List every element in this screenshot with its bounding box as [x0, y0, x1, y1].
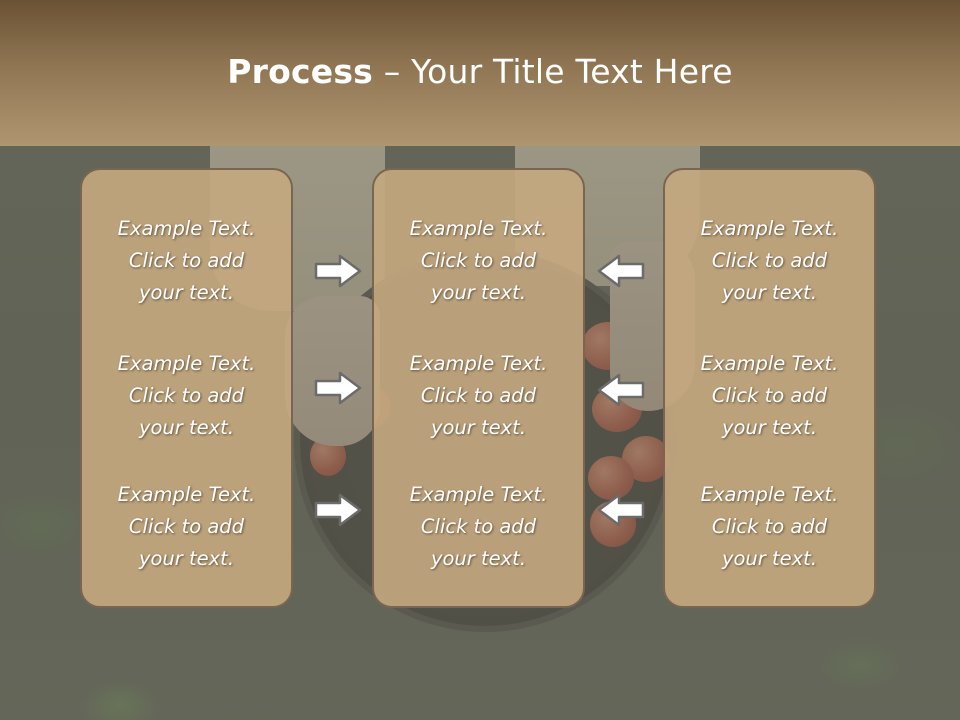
text-block[interactable]: Example Text. Click to add your text.	[374, 348, 583, 444]
text-block[interactable]: Example Text. Click to add your text.	[82, 479, 291, 575]
text-line: your text.	[138, 547, 235, 570]
arrow-right-icon	[314, 493, 362, 527]
text-line: Example Text.	[700, 217, 839, 240]
text-line: Example Text.	[700, 352, 839, 375]
title-rest: – Your Title Text Here	[373, 52, 733, 91]
text-line: your text.	[721, 416, 818, 439]
text-block[interactable]: Example Text. Click to add your text.	[665, 213, 874, 309]
text-line: your text.	[138, 416, 235, 439]
text-line: Click to add	[128, 249, 245, 272]
text-line: Example Text.	[409, 352, 548, 375]
text-line: your text.	[138, 281, 235, 304]
text-block[interactable]: Example Text. Click to add your text.	[374, 479, 583, 575]
arrow-left-icon	[597, 493, 645, 527]
text-line: Example Text.	[117, 217, 256, 240]
title-bold: Process	[227, 52, 374, 91]
arrow-right-icon	[314, 254, 362, 288]
text-line: Example Text.	[409, 217, 548, 240]
text-line: your text.	[430, 281, 527, 304]
text-block[interactable]: Example Text. Click to add your text.	[82, 348, 291, 444]
text-line: Click to add	[711, 249, 828, 272]
text-line: Click to add	[128, 384, 245, 407]
text-line: Click to add	[420, 515, 537, 538]
text-line: Example Text.	[700, 483, 839, 506]
slide-title[interactable]: Process – Your Title Text Here	[0, 52, 960, 91]
arrow-left-icon	[597, 254, 645, 288]
text-line: Example Text.	[117, 483, 256, 506]
process-box-right[interactable]: Example Text. Click to add your text. Ex…	[663, 168, 876, 608]
title-band: Process – Your Title Text Here	[0, 0, 960, 146]
text-line: your text.	[721, 281, 818, 304]
text-block[interactable]: Example Text. Click to add your text.	[665, 348, 874, 444]
text-block[interactable]: Example Text. Click to add your text.	[374, 213, 583, 309]
text-line: your text.	[430, 547, 527, 570]
arrow-left-icon	[597, 373, 645, 407]
text-line: Click to add	[420, 249, 537, 272]
process-box-center[interactable]: Example Text. Click to add your text. Ex…	[372, 168, 585, 608]
text-block[interactable]: Example Text. Click to add your text.	[82, 213, 291, 309]
text-line: Click to add	[711, 515, 828, 538]
process-box-left[interactable]: Example Text. Click to add your text. Ex…	[80, 168, 293, 608]
text-line: your text.	[721, 547, 818, 570]
text-line: Example Text.	[117, 352, 256, 375]
text-block[interactable]: Example Text. Click to add your text.	[665, 479, 874, 575]
text-line: your text.	[430, 416, 527, 439]
text-line: Click to add	[128, 515, 245, 538]
text-line: Click to add	[420, 384, 537, 407]
text-line: Click to add	[711, 384, 828, 407]
text-line: Example Text.	[409, 483, 548, 506]
arrow-right-icon	[314, 371, 362, 405]
